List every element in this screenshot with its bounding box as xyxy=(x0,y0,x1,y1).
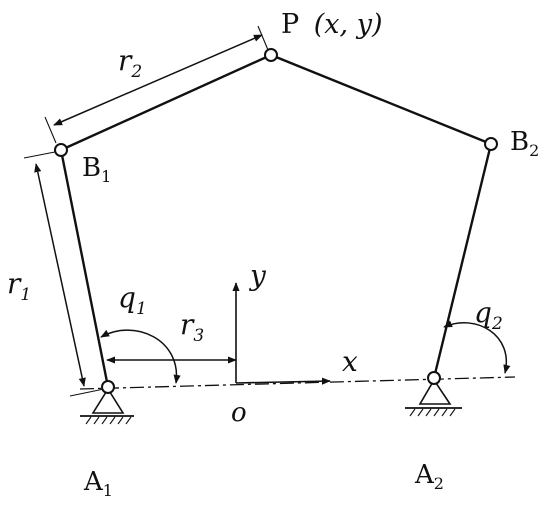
r2-extension-right xyxy=(257,25,269,51)
support-a1 xyxy=(80,387,134,425)
q2-angle-arc xyxy=(443,320,511,374)
joint-p xyxy=(264,48,278,62)
label-b2: B2 xyxy=(510,127,539,160)
label-r2: r2 xyxy=(118,44,142,82)
label-axis-x: x xyxy=(342,345,358,378)
label-r1: r1 xyxy=(7,267,31,305)
link-b2-a2 xyxy=(432,143,493,379)
r2-extension-left xyxy=(44,116,57,144)
support-a2 xyxy=(405,378,462,417)
label-origin: o xyxy=(231,398,247,428)
joint-a1 xyxy=(101,380,115,394)
r2-dimension-arrow xyxy=(53,34,263,126)
x-axis-arrow xyxy=(235,377,331,385)
r1-extension-bottom xyxy=(69,388,105,397)
label-r3: r3 xyxy=(180,308,204,346)
label-a1: A1 xyxy=(83,467,113,500)
label-b1: B1 xyxy=(82,153,111,186)
link-b1-p xyxy=(60,53,272,152)
label-q2: q2 xyxy=(474,296,503,334)
base-line xyxy=(79,376,516,390)
r1-dimension-arrow xyxy=(34,163,86,387)
label-a2: A2 xyxy=(414,460,444,493)
joint-a2 xyxy=(427,371,441,385)
label-point-p: P (x, y) xyxy=(281,9,382,40)
link-p-b2 xyxy=(270,53,492,146)
label-q1: q1 xyxy=(118,281,147,319)
q1-angle-arc xyxy=(100,329,181,384)
r1-extension-top xyxy=(23,150,61,159)
label-axis-y: y xyxy=(248,259,267,292)
joint-b1 xyxy=(54,143,68,157)
joint-b2 xyxy=(484,137,498,151)
